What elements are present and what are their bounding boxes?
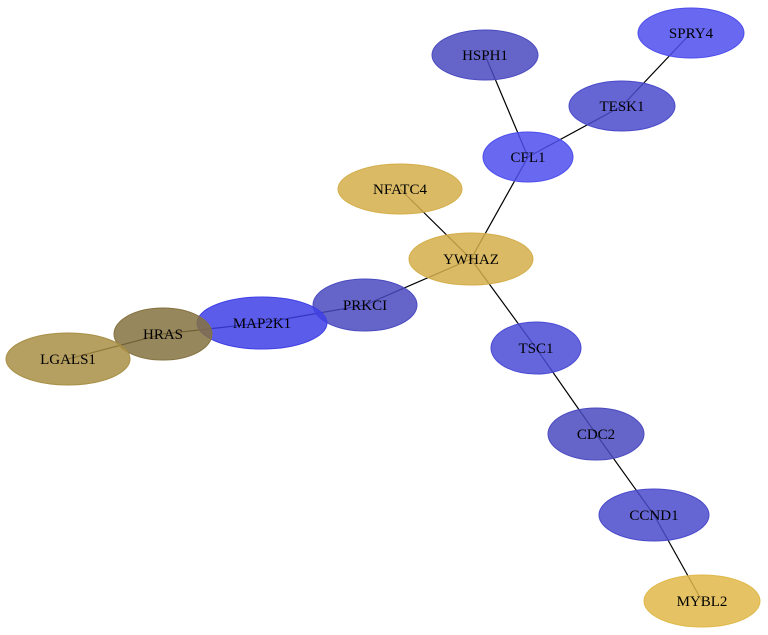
node-ellipse (337, 163, 463, 215)
node-spry4[interactable]: SPRY4 (637, 7, 745, 59)
node-tsc1[interactable]: TSC1 (490, 321, 582, 375)
node-tesk1[interactable]: TESK1 (568, 80, 676, 132)
node-ellipse (113, 307, 213, 361)
node-hras[interactable]: HRAS (113, 307, 213, 361)
node-ellipse (637, 7, 745, 59)
node-nfatc4[interactable]: NFATC4 (337, 163, 463, 215)
node-ellipse (408, 232, 534, 286)
node-layer: SPRY4 HSPH1TESK1CFL1NFATC4YWHAZPRKCIMAP2K… (5, 7, 761, 628)
node-ellipse (598, 488, 710, 542)
node-hsph1[interactable]: HSPH1 (431, 29, 539, 81)
node-ellipse (196, 296, 328, 350)
node-ccnd1[interactable]: CCND1 (598, 488, 710, 542)
node-ywhaz[interactable]: YWHAZ (408, 232, 534, 286)
node-cdc2[interactable]: CDC2 (547, 407, 645, 461)
node-ellipse (547, 407, 645, 461)
node-lgals1[interactable]: LGALS1 (5, 332, 131, 386)
node-ellipse (568, 80, 676, 132)
node-ellipse (482, 131, 574, 183)
node-ellipse (490, 321, 582, 375)
node-prkci[interactable]: PRKCI (312, 278, 418, 332)
node-cfl1[interactable]: CFL1 (482, 131, 574, 183)
node-ellipse (431, 29, 539, 81)
node-map2k1[interactable]: MAP2K1 (196, 296, 328, 350)
node-ellipse (5, 332, 131, 386)
node-ellipse (643, 574, 761, 628)
node-mybl2[interactable]: MYBL2 (643, 574, 761, 628)
node-ellipse (312, 278, 418, 332)
